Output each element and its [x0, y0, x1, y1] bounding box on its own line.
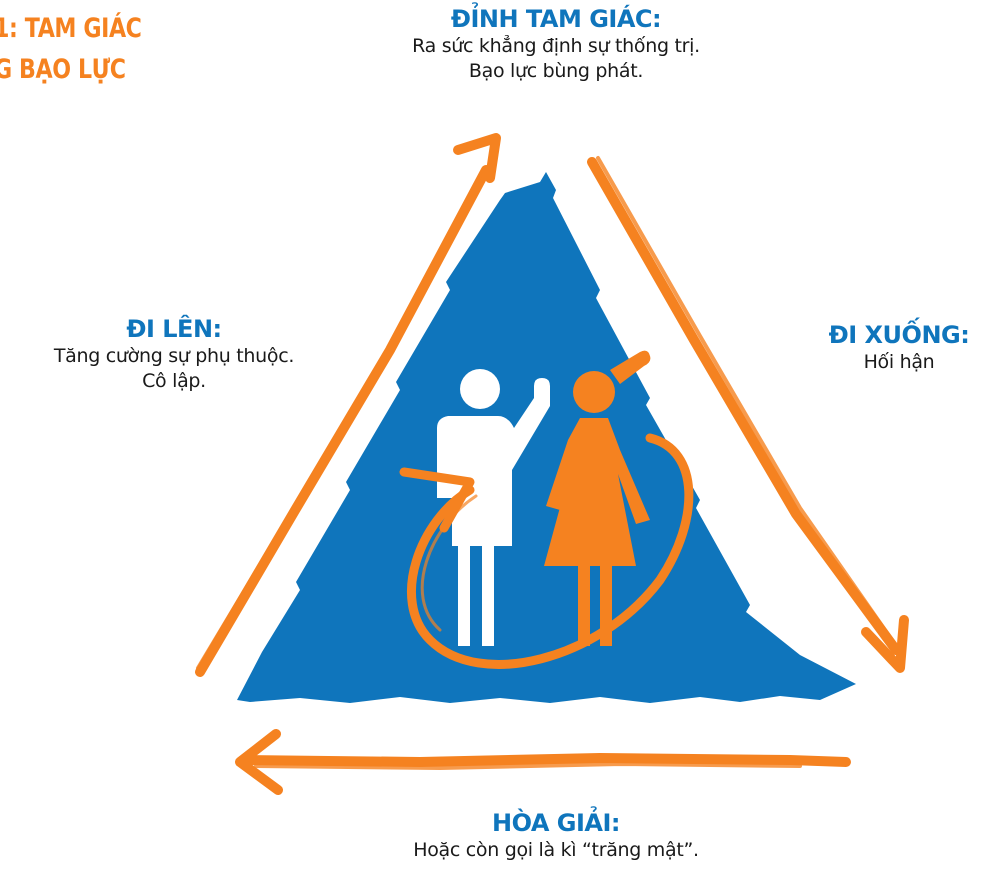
stage-top-line-2: Bạo lực bùng phát. [468, 60, 644, 82]
stage-bottom-heading: HÒA GIẢI: [491, 809, 621, 837]
corner-title: 1: TAM GIÁC G BẠO LỰC [0, 8, 142, 90]
stage-bottom-line-1: Hoặc còn gọi là kì “trăng mật”. [413, 839, 699, 861]
corner-title-line-1: 1: TAM GIÁC [0, 13, 142, 44]
corner-title-line-2: G BẠO LỰC [0, 54, 126, 85]
stage-top-line-1: Ra sức khẳng định sự thống trị. [412, 35, 700, 57]
arrow-up-left [195, 133, 501, 677]
blue-triangle [237, 172, 856, 703]
stage-top-heading: ĐỈNH TAM GIÁC: [450, 5, 662, 33]
swirl-arrow [399, 433, 694, 669]
stage-left-label: ĐI LÊN: Tăng cường sự phụ thuộc. Cô lập. [4, 314, 344, 394]
stage-right-heading: ĐI XUỐNG: [828, 321, 970, 349]
woman-figure-icon [544, 350, 651, 646]
stage-left-line-1: Tăng cường sự phụ thuộc. [53, 345, 295, 367]
stage-left-heading: ĐI LÊN: [126, 315, 222, 343]
stage-left-line-2: Cô lập. [142, 370, 206, 392]
arrow-left-bottom [235, 729, 851, 795]
man-figure-icon [437, 369, 550, 646]
stage-right-line-1: Hối hận [863, 351, 935, 373]
stage-top-label: ĐỈNH TAM GIÁC: Ra sức khẳng định sự thốn… [346, 4, 766, 84]
stage-right-label: ĐI XUỐNG: Hối hận [810, 320, 988, 375]
arrow-down-right [587, 156, 909, 673]
stage-bottom-label: HÒA GIẢI: Hoặc còn gọi là kì “trăng mật”… [356, 808, 756, 863]
